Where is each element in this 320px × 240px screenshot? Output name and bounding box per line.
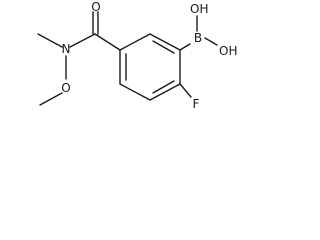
ring-double-bond-a xyxy=(152,40,175,54)
boron-label: B xyxy=(194,31,202,45)
bond-ring-to-fluorine xyxy=(179,83,192,98)
bond-n-methyl xyxy=(37,33,63,48)
boronic-acid-group xyxy=(179,15,218,51)
ring-bond-2 xyxy=(149,33,181,51)
amide-nitrogen-label: N xyxy=(62,42,71,56)
methoxy-oxygen-label: O xyxy=(61,81,70,95)
carbonyl-oxygen-label: O xyxy=(91,0,100,14)
hydroxyl-right-label: OH xyxy=(219,44,237,58)
bond-ring-to-boron xyxy=(179,43,191,51)
bond-boron-to-right-oh xyxy=(204,37,218,46)
molecule-structure: O N O B OH OH F xyxy=(37,0,237,111)
fluorine-label: F xyxy=(193,97,200,111)
hydroxyl-top-label: OH xyxy=(190,2,208,16)
ring-double-bond-b xyxy=(152,80,175,94)
bond-ring-to-carbonyl xyxy=(94,33,121,51)
amide-group xyxy=(37,11,121,106)
benzene-ring xyxy=(119,33,181,101)
ring-bond-5 xyxy=(119,83,151,101)
ring-bond-1 xyxy=(119,33,151,51)
bond-o-methyl xyxy=(39,92,63,106)
bond-carbonyl-to-nitrogen xyxy=(69,33,96,48)
ring-bond-4 xyxy=(149,83,181,101)
